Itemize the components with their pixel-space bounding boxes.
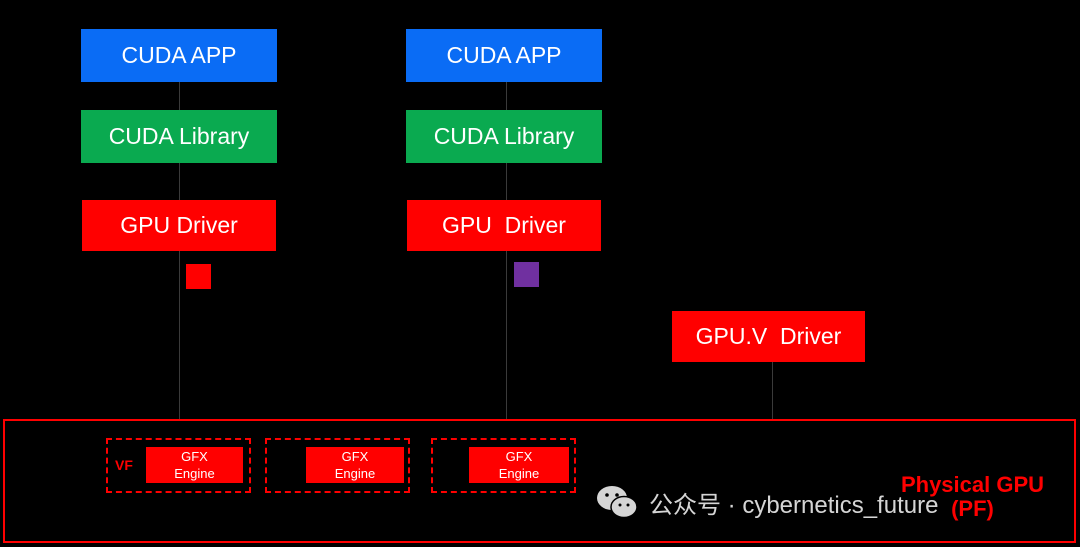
gfx-engine-1-line2: Engine [174, 466, 215, 481]
physical-gpu-label: Physical GPU (PF) [880, 473, 1065, 521]
physical-gpu-label-line1: Physical GPU [900, 472, 1045, 497]
connector-line-3 [772, 362, 773, 419]
gfx-engine-1-line1: GFX [181, 449, 208, 464]
watermark: 公众号 · cybernetics_future [595, 484, 938, 520]
gpu-driver-box-1: GPU Driver [82, 200, 276, 251]
physical-gpu-frame [3, 419, 1076, 543]
gpu-driver-box-2: GPU Driver [407, 200, 601, 251]
vf-frame-2 [265, 438, 410, 493]
physical-gpu-label-line2: (PF) [951, 496, 994, 521]
vf-frame-1 [106, 438, 251, 493]
cuda-library-box-1: CUDA Library [81, 110, 277, 163]
gfx-engine-2-line1: GFX [341, 449, 369, 464]
gfx-engine-3: GFX Engine [469, 447, 569, 483]
gfx-engine-3-line1: GFX [505, 449, 533, 464]
cuda-app-box-1: CUDA APP [81, 29, 277, 82]
gfx-engine-2: GFX Engine [306, 447, 404, 483]
cuda-library-box-2: CUDA Library [406, 110, 602, 163]
vf-frame-3 [431, 438, 576, 493]
watermark-text: 公众号 · cybernetics_future [649, 491, 939, 519]
vf-connector-square-1 [186, 264, 211, 289]
cuda-app-box-2: CUDA APP [406, 29, 602, 82]
gfx-engine-2-line2: Engine [334, 466, 376, 481]
gfx-engine-3-line2: Engine [498, 466, 540, 481]
gfx-engine-1: GFX Engine [146, 447, 243, 483]
gpu-v-driver-box: GPU.V Driver [672, 311, 865, 362]
wechat-icon [597, 486, 638, 519]
vf-label: VF [115, 457, 133, 473]
vf-connector-square-2 [514, 262, 539, 287]
